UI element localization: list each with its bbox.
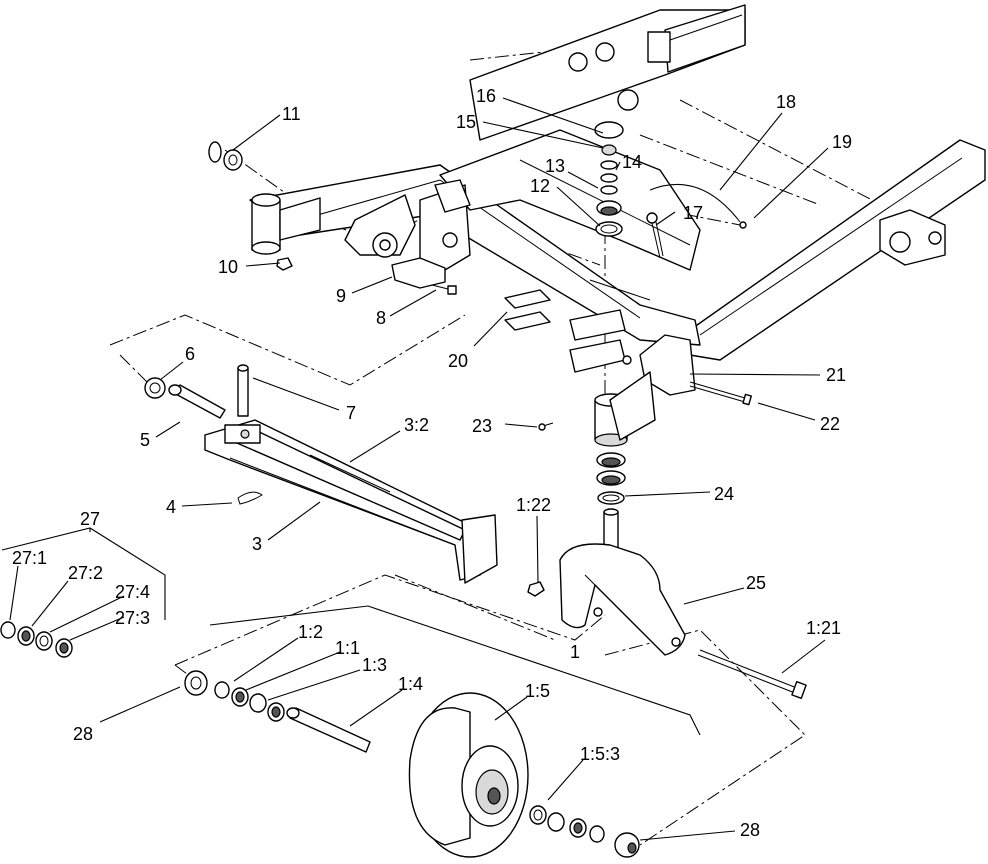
callout-27-2: 27:2 (68, 563, 103, 583)
kit-27 (0, 527, 166, 658)
callout-13: 13 (545, 156, 565, 176)
callout-28-left: 28 (73, 724, 93, 744)
callout-1: 1 (570, 642, 580, 662)
callout-19: 19 (832, 132, 852, 152)
callout-1-5-3: 1:5:3 (580, 744, 620, 764)
callout-24: 24 (714, 484, 734, 504)
caster-fork (527, 452, 807, 699)
callout-6: 6 (185, 344, 195, 364)
callout-16: 16 (476, 86, 496, 106)
callout-labels: 11 16 15 13 14 12 17 18 19 10 9 8 20 6 7… (12, 86, 852, 840)
axle-assembly (144, 364, 498, 584)
callout-21: 21 (826, 365, 846, 385)
callout-10: 10 (218, 257, 238, 277)
callout-8: 8 (376, 308, 386, 328)
callout-17: 17 (683, 203, 703, 223)
hardware-parts (208, 121, 747, 431)
callout-27: 27 (80, 509, 100, 529)
main-frame (249, 4, 986, 447)
callout-11: 11 (282, 104, 301, 124)
wheel-assembly (184, 670, 640, 858)
callout-20: 20 (448, 351, 468, 371)
callout-15: 15 (456, 112, 476, 132)
kit-1-bracket (209, 605, 701, 736)
callout-1-1: 1:1 (335, 638, 360, 658)
callout-22: 22 (820, 414, 840, 434)
callout-1-5: 1:5 (525, 681, 550, 701)
callout-1-4: 1:4 (398, 674, 423, 694)
callout-27-3: 27:3 (115, 608, 150, 628)
callout-14: 14 (622, 152, 642, 172)
callout-23: 23 (472, 416, 492, 436)
callout-18: 18 (776, 92, 796, 112)
callout-1-3: 1:3 (362, 655, 387, 675)
callout-12: 12 (530, 176, 550, 196)
callout-9: 9 (336, 286, 346, 306)
callout-7: 7 (346, 403, 356, 423)
callout-28-right: 28 (740, 820, 760, 840)
callout-3-2: 3:2 (404, 415, 429, 435)
callout-5: 5 (140, 430, 150, 450)
callout-1-22: 1:22 (516, 495, 551, 515)
callout-27-4: 27:4 (115, 582, 150, 602)
callout-25: 25 (746, 573, 766, 593)
bolt-22 (689, 381, 752, 406)
callout-3: 3 (252, 534, 262, 554)
callout-4: 4 (166, 497, 176, 517)
leader-lines (9, 97, 829, 841)
callout-27-1: 27:1 (12, 548, 47, 568)
callout-1-21: 1:21 (806, 618, 841, 638)
callout-1-2: 1:2 (298, 622, 323, 642)
